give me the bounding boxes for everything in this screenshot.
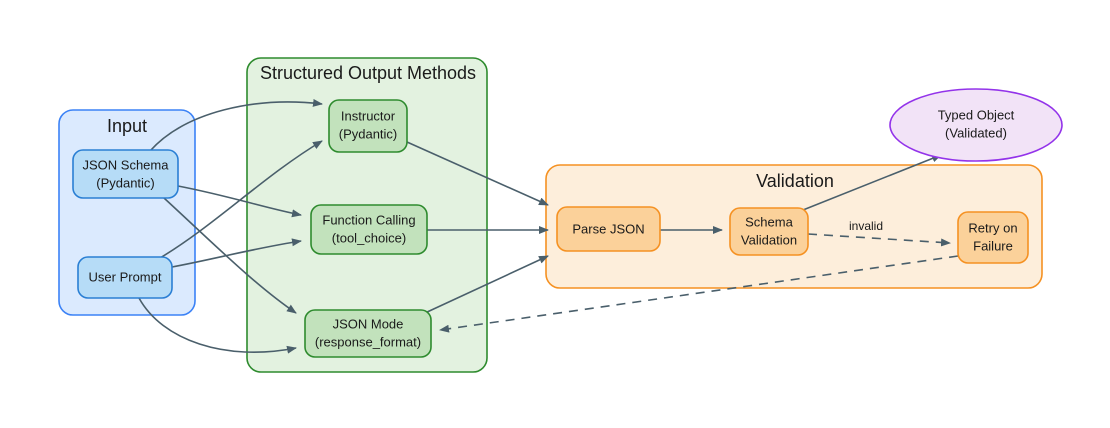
node-json-mode-label-1: JSON Mode [333,316,404,331]
node-json-schema[interactable]: JSON Schema (Pydantic) [72,149,179,199]
cluster-input-title: Input [107,116,147,136]
node-instructor-label-1: Instructor [341,108,396,123]
edge-json-schema-to-instructor [149,98,323,152]
node-json-mode-box[interactable] [304,309,432,358]
node-retry-on-failure-label-2: Failure [973,238,1013,253]
node-instructor-label-2: (Pydantic) [339,126,398,141]
edge-user-prompt-to-instructor [159,140,323,259]
node-schema-validation-label-1: Schema [745,214,793,229]
node-typed-object-label-2: (Validated) [945,125,1007,140]
node-schema-validation-box[interactable] [729,207,809,256]
node-parse-json[interactable]: Parse JSON [556,206,661,252]
nodes-layer: JSON Schema (Pydantic) User Prompt Instr… [72,88,1063,358]
node-parse-json-label: Parse JSON [572,221,644,236]
edge-json-mode-to-parse-json [424,255,549,314]
edge-schema-validation-to-retry [807,233,951,247]
node-retry-on-failure[interactable]: Retry on Failure [957,211,1029,264]
node-json-mode[interactable]: JSON Mode (response_format) [304,309,432,358]
node-instructor[interactable]: Instructor (Pydantic) [328,99,408,153]
node-user-prompt[interactable]: User Prompt [77,256,173,299]
node-function-calling-label-2: (tool_choice) [332,230,406,245]
node-instructor-box[interactable] [328,99,408,153]
node-function-calling-label-1: Function Calling [322,212,415,227]
edge-user-prompt-to-json-mode [138,297,297,354]
node-parse-json-box[interactable] [556,206,661,252]
node-retry-on-failure-box[interactable] [957,211,1029,264]
node-typed-object[interactable]: Typed Object (Validated) [889,88,1063,162]
edge-json-schema-to-json-mode [163,197,297,314]
node-retry-on-failure-label-1: Retry on [968,220,1017,235]
edge-schema-validation-to-typed-object [802,154,942,211]
edge-retry-to-json-mode [439,255,959,333]
cluster-methods-title: Structured Output Methods [260,63,476,83]
node-json-mode-label-2: (response_format) [315,334,421,349]
node-schema-validation-label-2: Validation [741,232,797,247]
edge-label-invalid: invalid [849,219,883,233]
node-json-schema-box[interactable] [72,149,179,199]
node-function-calling[interactable]: Function Calling (tool_choice) [310,204,428,255]
cluster-validation-title: Validation [756,171,834,191]
node-user-prompt-label: User Prompt [89,269,162,284]
node-typed-object-ellipse[interactable] [889,88,1063,162]
edge-json-schema-to-function-calling [177,185,302,218]
node-user-prompt-box[interactable] [77,256,173,299]
node-schema-validation[interactable]: Schema Validation [729,207,809,256]
node-json-schema-label-1: JSON Schema [83,157,170,172]
node-typed-object-label-1: Typed Object [938,107,1015,122]
node-json-schema-label-2: (Pydantic) [96,175,155,190]
edge-user-prompt-to-function-calling [171,238,302,268]
edge-instructor-to-parse-json [406,141,549,206]
node-function-calling-box[interactable] [310,204,428,255]
edges-layer: invalid [138,98,959,354]
